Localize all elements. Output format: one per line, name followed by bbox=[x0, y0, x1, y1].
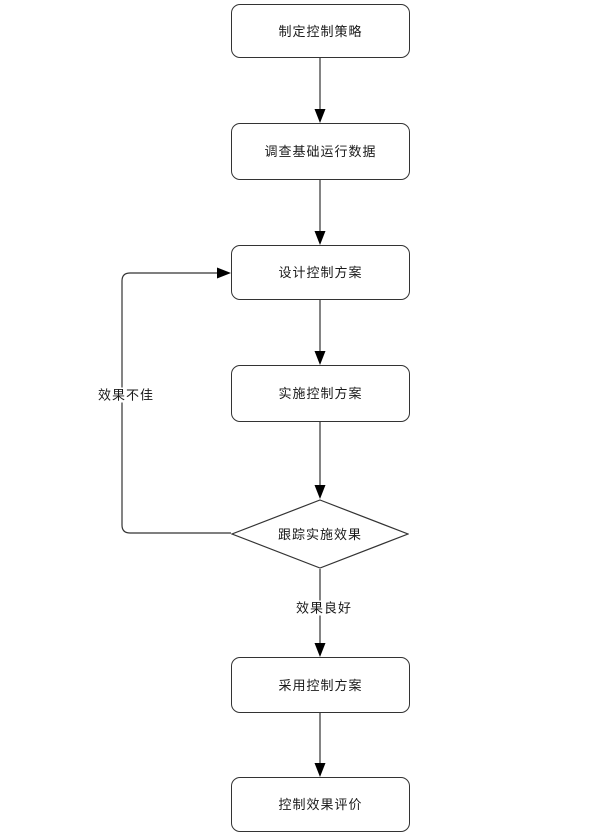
node-define-control-strategy: 制定控制策略 bbox=[231, 4, 410, 58]
arrowhead-into-survey bbox=[314, 109, 326, 123]
diamond-shape bbox=[231, 499, 409, 569]
node-survey-base-operation-data: 调查基础运行数据 bbox=[231, 123, 410, 180]
arrowhead-into-design bbox=[314, 231, 326, 245]
node-label: 跟踪实施效果 bbox=[277, 526, 362, 542]
node-label: 调查基础运行数据 bbox=[264, 144, 377, 159]
node-design-control-plan: 设计控制方案 bbox=[231, 245, 410, 300]
node-label: 采用控制方案 bbox=[278, 677, 363, 693]
edge-track-design-loop bbox=[121, 272, 231, 534]
edge-label-poor-effect: 效果不佳 bbox=[95, 387, 157, 403]
connector-arrowheads bbox=[217, 109, 326, 777]
node-adopt-control-plan: 采用控制方案 bbox=[231, 657, 410, 713]
node-implement-control-plan: 实施控制方案 bbox=[231, 365, 410, 422]
decision-track-implementation-effect: 跟踪实施效果 bbox=[231, 499, 409, 569]
node-label: 控制效果评价 bbox=[278, 797, 363, 812]
node-label: 设计控制方案 bbox=[278, 265, 363, 280]
arrowhead-loop-into-design bbox=[217, 267, 231, 279]
edge-label-good-effect: 效果良好 bbox=[293, 600, 355, 616]
arrowhead-into-evaluate bbox=[314, 763, 326, 777]
arrowhead-into-implement bbox=[314, 351, 326, 365]
node-control-effect-evaluation: 控制效果评价 bbox=[231, 777, 410, 832]
arrowhead-into-adopt bbox=[314, 643, 326, 657]
node-label: 制定控制策略 bbox=[278, 23, 363, 39]
diamond-outline bbox=[231, 499, 409, 569]
node-label: 实施控制方案 bbox=[278, 386, 363, 401]
arrowhead-into-track bbox=[314, 485, 326, 499]
